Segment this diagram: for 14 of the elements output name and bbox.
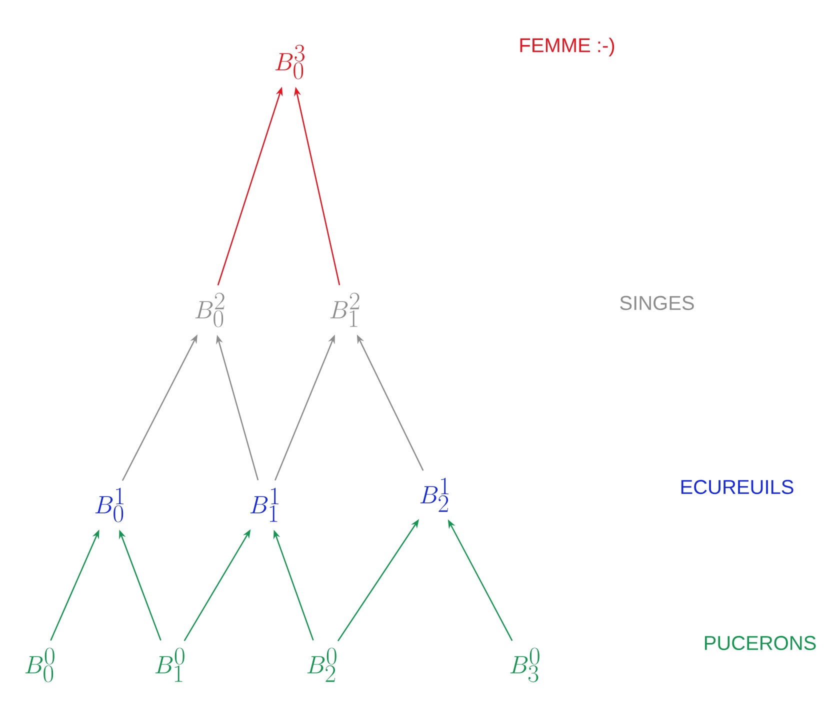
symbol-label: $B^3_0$ [275,44,304,80]
level-label: SINGES [620,296,694,310]
symbol-label: $B^1_0$ [95,488,124,522]
symbol-label: $B^2_1$ [330,292,360,327]
symbol-label: $B^0_2$ [307,648,336,682]
level-label: FEMME :-) [520,38,614,56]
level-label: PUCERONS [704,636,816,650]
symbol-label: $B^0_3$ [510,648,540,682]
symbol-label: $B^2_0$ [195,292,224,328]
symbol-label: $B^1_1$ [250,488,278,522]
level-label: ECUREUILS [681,480,794,494]
symbol-label: $B^1_2$ [420,478,448,512]
symbol-label: $B^0_1$ [155,648,184,682]
symbol-label: $B^0_0$ [25,648,54,682]
